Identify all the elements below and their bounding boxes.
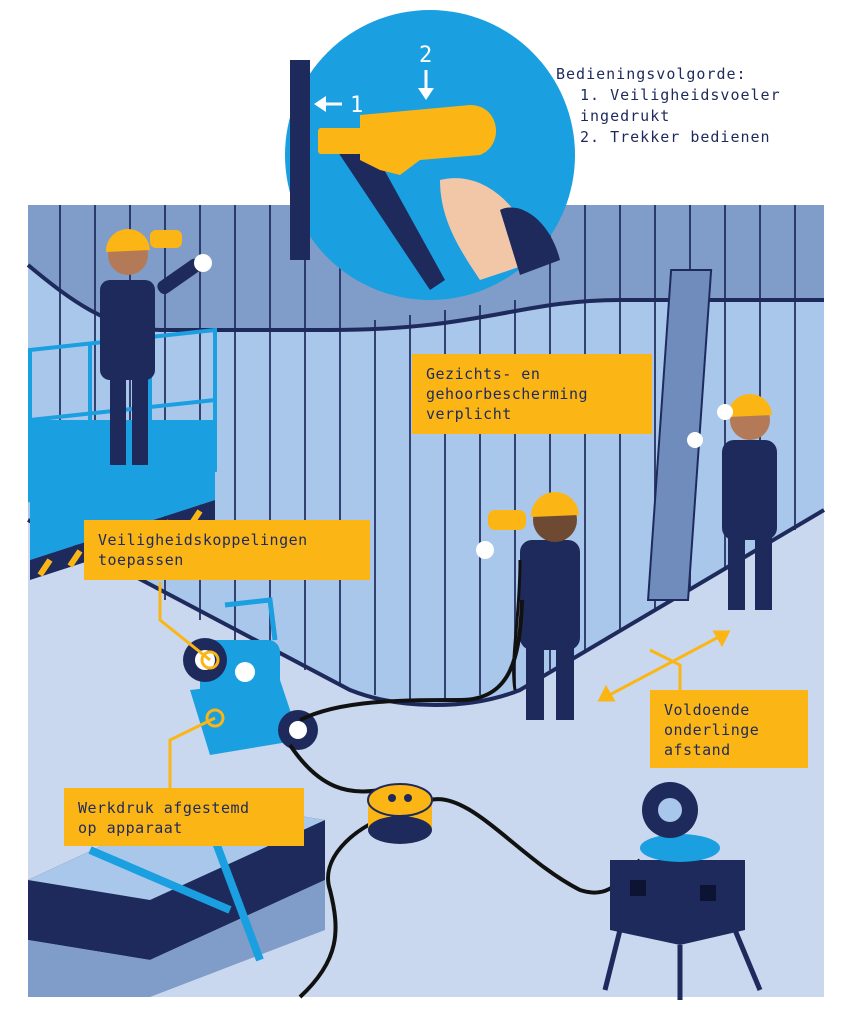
air-compressor: [183, 597, 318, 755]
hose-splitter: [367, 783, 433, 844]
wall-curve-edge: [26, 263, 824, 332]
worker-center: [476, 491, 580, 720]
air-hose: [288, 599, 642, 999]
worker-right: [687, 393, 777, 610]
label-face-hearing-protection: Gezichts- en gehoorbescherming verplicht: [412, 354, 652, 434]
operating-sequence: Bedieningsvolgorde: 1. Veiligheidsvoeler…: [556, 64, 846, 148]
sequence-step-2: 2. Trekker bedienen: [580, 128, 771, 146]
coupling-marker: [200, 650, 220, 670]
label-working-pressure: Werkdruk afgestemd op apparaat: [64, 788, 304, 846]
step-marker-first: 1: [350, 93, 363, 118]
worker-on-lift: [100, 228, 212, 465]
distance-arrow: [597, 630, 731, 702]
step-markers: 1 2: [314, 43, 434, 118]
sequence-title: Bedieningsvolgorde:: [556, 65, 747, 83]
miter-saw-station: [602, 782, 763, 1000]
label-sufficient-distance: Voldoende onderlinge afstand: [650, 690, 808, 768]
nailer-detail-circle: [285, 10, 575, 300]
label-safety-couplings: Veiligheidskoppelingen toepassen: [84, 520, 370, 580]
pressure-marker: [205, 708, 225, 728]
wall-base-edge: [27, 508, 826, 707]
step-marker-second: 2: [419, 43, 432, 68]
label-connectors: [158, 582, 682, 790]
sequence-step-1: 1. Veiligheidsvoeler ingedrukt: [580, 86, 781, 125]
